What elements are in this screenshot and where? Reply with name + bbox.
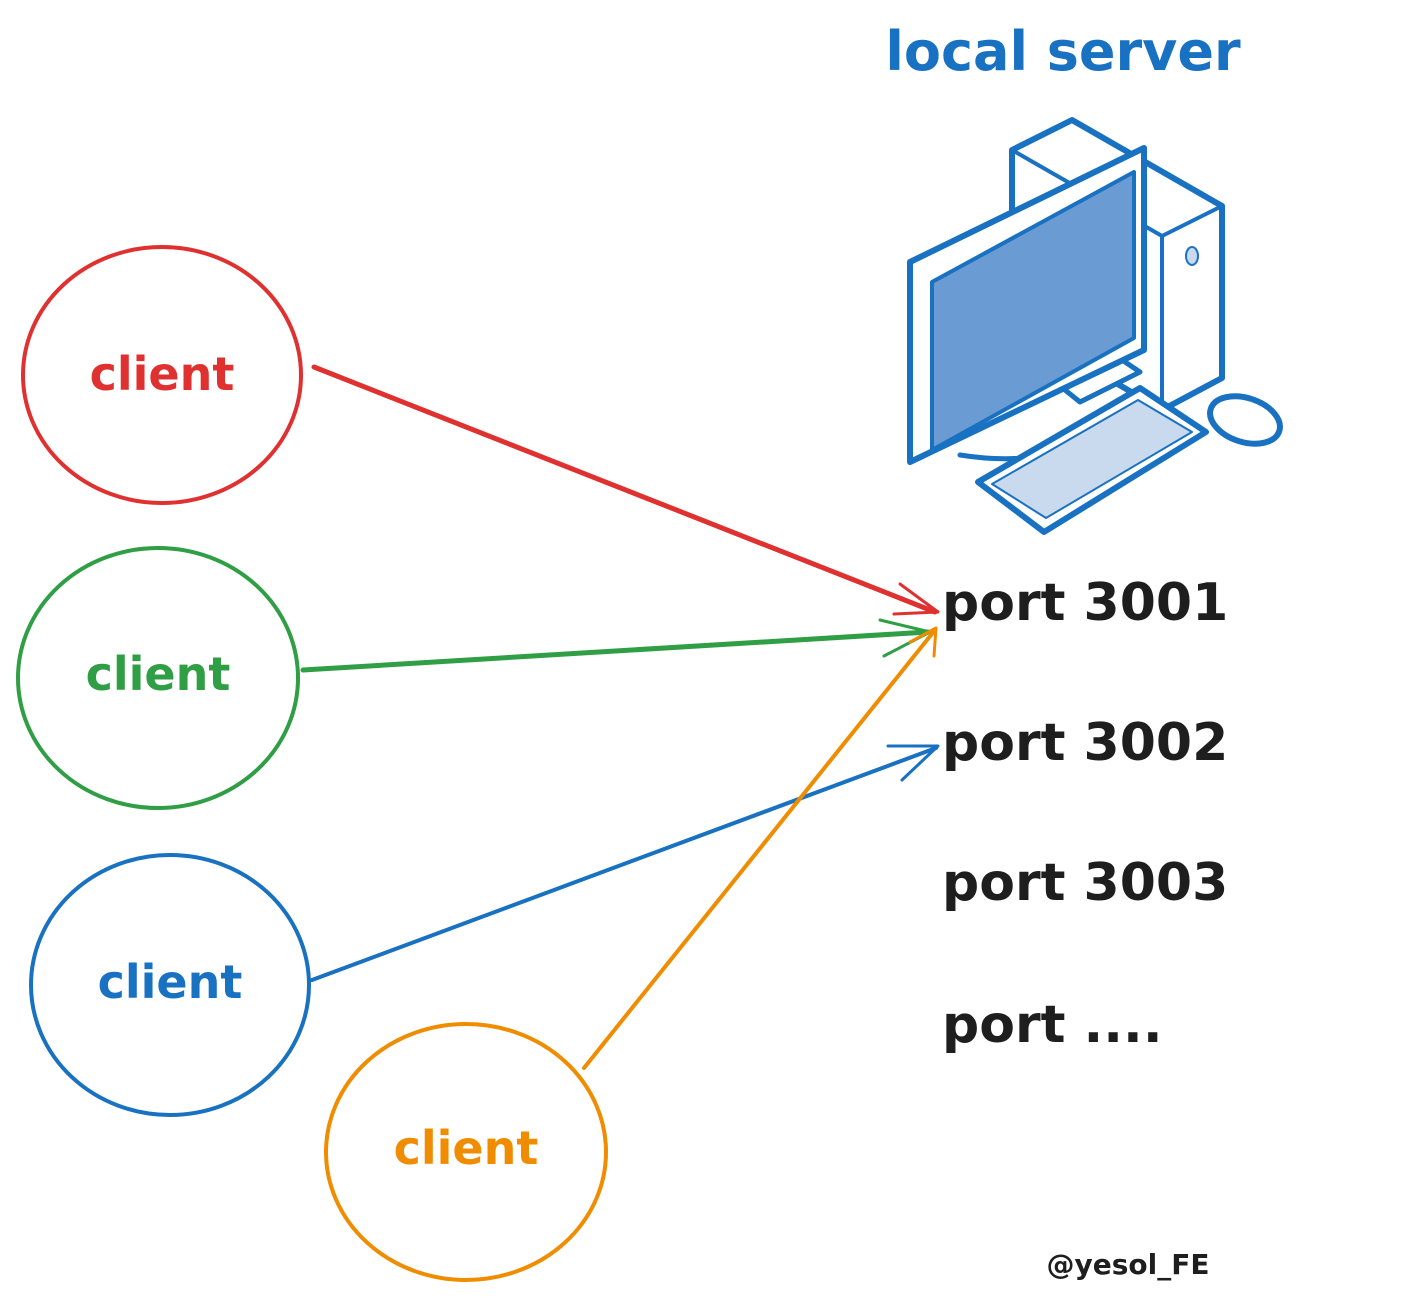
desktop-computer-icon bbox=[907, 117, 1283, 535]
client-label: client bbox=[90, 347, 235, 401]
connection-arrows bbox=[300, 364, 940, 1070]
client-label: client bbox=[98, 955, 243, 1009]
arrow-blue bbox=[310, 744, 940, 982]
port-label-3003: port 3003 bbox=[942, 853, 1228, 913]
client-red: client bbox=[21, 245, 303, 505]
client-orange: client bbox=[324, 1022, 608, 1282]
port-label-3002: port 3002 bbox=[942, 713, 1228, 773]
arrow-orange bbox=[582, 626, 938, 1070]
client-circle bbox=[16, 546, 300, 810]
port-label-more: port .... bbox=[942, 995, 1163, 1055]
client-label: client bbox=[394, 1121, 539, 1175]
port-list: port 3001 port 3002 port 3003 port .... bbox=[942, 573, 1228, 1055]
port-label-3001: port 3001 bbox=[942, 573, 1228, 633]
arrow-red bbox=[311, 364, 940, 616]
client-circle bbox=[324, 1022, 608, 1282]
client-circle bbox=[29, 853, 311, 1117]
arrow-green bbox=[300, 618, 932, 673]
server-title: local server bbox=[885, 20, 1241, 83]
author-credit: @yesol_FE bbox=[1047, 1248, 1210, 1281]
client-label: client bbox=[86, 647, 231, 701]
client-blue: client bbox=[29, 853, 311, 1117]
client-green: client bbox=[16, 546, 300, 810]
client-circle bbox=[21, 245, 303, 505]
